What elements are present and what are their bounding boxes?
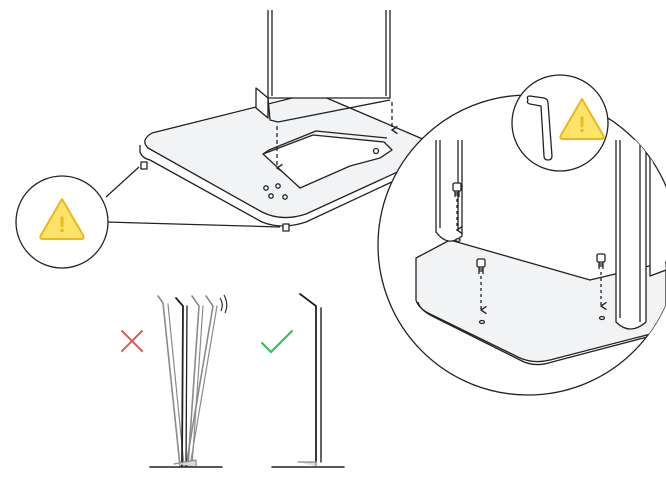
- plate-holes: [263, 183, 288, 200]
- straight-stand: [271, 293, 345, 468]
- foot-warning-callout: !: [15, 166, 281, 269]
- display-panel: [255, 10, 391, 123]
- detail-upright-right: [615, 140, 666, 330]
- wobbling-stand: [149, 295, 223, 468]
- warning-triangle-icon: !: [39, 198, 85, 240]
- detail-upright-left: [435, 140, 463, 242]
- screw-3: [596, 253, 607, 321]
- wrong-example: [121, 294, 228, 468]
- allen-key-icon: [526, 95, 553, 161]
- detail-magnifier: !: [377, 74, 666, 396]
- base-plate-assembly: [139, 10, 437, 232]
- screw-1: [452, 182, 463, 243]
- plate-feet: [140, 161, 290, 232]
- tool-warning-glyph: !: [578, 112, 585, 137]
- detail-screws: [452, 182, 607, 325]
- wobble-lines-icon: [219, 294, 228, 314]
- checkmark-icon: [261, 330, 293, 353]
- tool-warning-triangle-icon: !: [559, 98, 605, 140]
- plate-cutout: [262, 134, 393, 189]
- correct-example: [261, 293, 345, 468]
- warning-glyph: !: [58, 212, 65, 237]
- cross-icon: [121, 330, 143, 352]
- screw-2: [476, 258, 487, 325]
